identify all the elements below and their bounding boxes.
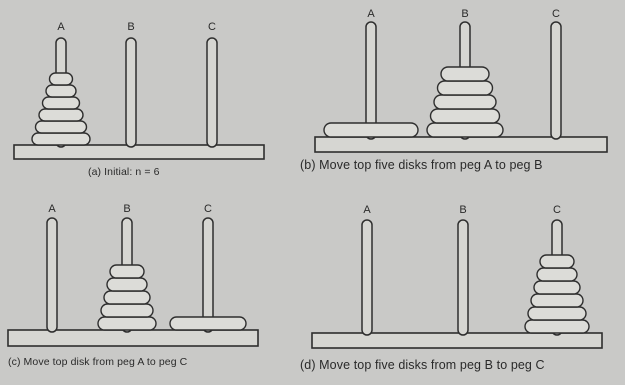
- base-board-c: [8, 330, 258, 346]
- peg-label-b: B: [461, 8, 468, 20]
- disk: [50, 73, 73, 85]
- peg-label-b: B: [459, 204, 466, 216]
- disk: [434, 95, 496, 109]
- disk: [528, 307, 586, 320]
- disk: [324, 123, 418, 137]
- peg-b-a: [126, 38, 136, 147]
- disk: [438, 81, 493, 95]
- disk: [525, 320, 589, 333]
- caption-panel-d: (d) Move top five disks from peg B to pe…: [300, 358, 545, 372]
- disk: [98, 317, 156, 330]
- disk: [537, 268, 577, 281]
- disk: [46, 85, 76, 97]
- base-board-b: [315, 137, 607, 152]
- peg-c-a: [207, 38, 217, 147]
- peg-label-c: C: [553, 204, 561, 216]
- peg-b-d: [458, 220, 468, 335]
- peg-label-b: B: [127, 21, 134, 33]
- peg-c-c: [203, 218, 213, 332]
- disk: [36, 121, 87, 133]
- peg-a-b: [366, 22, 376, 139]
- peg-a-d: [362, 220, 372, 335]
- disk: [43, 97, 80, 109]
- peg-label-a: A: [48, 203, 56, 215]
- peg-a-c: [47, 218, 57, 332]
- peg-label-a: A: [57, 21, 65, 33]
- peg-label-c: C: [204, 203, 212, 215]
- caption-panel-a: (a) Initial: n = 6: [88, 166, 160, 178]
- disk: [531, 294, 583, 307]
- peg-label-a: A: [363, 204, 371, 216]
- peg-label-a: A: [367, 8, 375, 20]
- peg-c-b: [551, 22, 561, 139]
- peg-label-b: B: [123, 203, 130, 215]
- disk: [427, 123, 503, 137]
- disk: [39, 109, 83, 121]
- peg-label-c: C: [208, 21, 216, 33]
- peg-label-c: C: [552, 8, 560, 20]
- disk: [431, 109, 500, 123]
- disk: [107, 278, 147, 291]
- disk: [170, 317, 246, 330]
- caption-panel-c: (c) Move top disk from peg A to peg C: [8, 356, 187, 368]
- disk: [101, 304, 153, 317]
- base-board-a: [14, 145, 264, 159]
- disk: [110, 265, 144, 278]
- disk: [534, 281, 580, 294]
- disk: [441, 67, 489, 81]
- caption-panel-b: (b) Move top five disks from peg A to pe…: [300, 158, 543, 172]
- disk: [540, 255, 574, 268]
- disk: [32, 133, 90, 145]
- disk: [104, 291, 150, 304]
